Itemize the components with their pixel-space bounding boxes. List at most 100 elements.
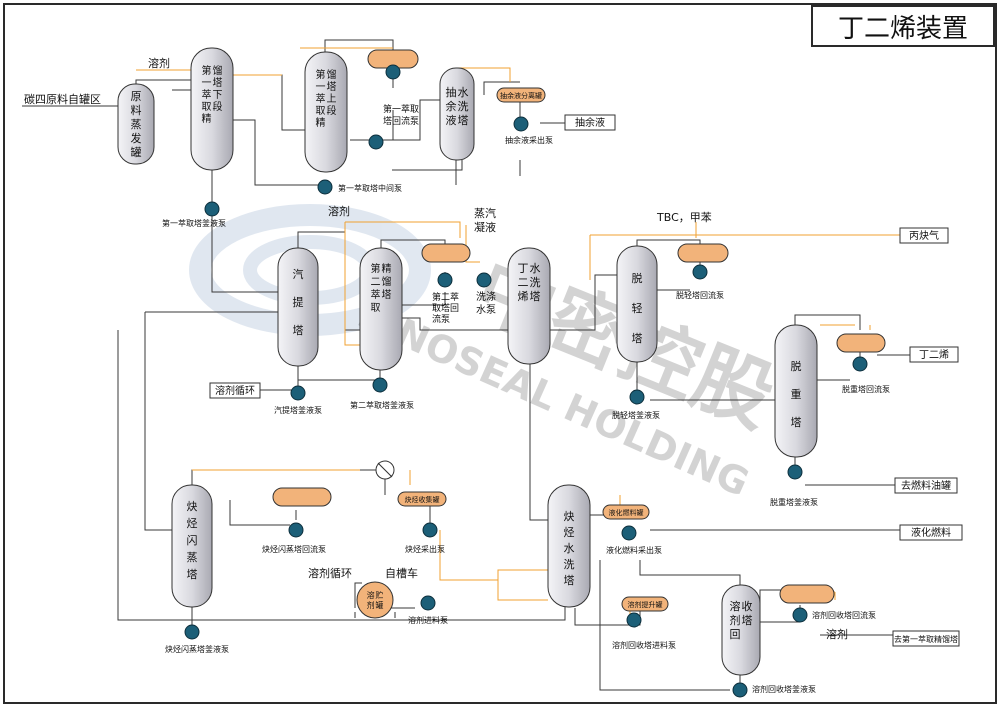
c2-reflux-drum [421,243,471,263]
liquefied-fuel-label: 液化燃料 [911,526,951,539]
pump-icon [852,356,868,372]
alkyne-flash-bottom-pump-label: 炔烃闪蒸塔釜液泵 [165,644,229,654]
liquefied-fuel-drum: 液化燃料罐 [609,508,644,517]
liquefied-fuel-pump-label: 液化燃料采出泵 [606,545,662,555]
column-label-char: 重 [791,387,802,401]
propyne-out-label: 丙炔气 [909,229,939,242]
pump-icon [513,116,529,132]
column-label-char: 轻 [632,301,643,315]
column-label-char: 塔 [293,324,304,337]
butadiene-out-box [909,346,959,363]
column-label-char: 精 [202,112,212,125]
column-label-char: 洗 [530,276,541,289]
column-label-char: 段 [327,104,337,117]
column-label-char: 罐 [375,600,383,610]
diagram-frame [3,3,997,704]
heavies-bottom-pump-label: 脱重塔釜液泵 [770,497,818,507]
solvent-recovery-column: 溶剂回收塔 [721,584,761,676]
pump-icon [372,377,388,393]
solvent-label: 溶剂 [148,56,170,70]
stripper-bottom-pump-label: 汽提塔釜液泵 [274,405,322,415]
column-label-char: 收 [742,599,753,613]
alkyne-flash-label: 炔烃闪蒸塔 [187,500,198,581]
column-label-char: 塔 [632,332,643,345]
column-label-char: 萃 [202,89,212,101]
column-label-char: 取 [202,101,212,113]
column-label-char: 第 [316,68,326,81]
pump-icon [290,385,306,401]
c2-reflux-pump-label: 第二萃取塔回流泵 [432,291,459,325]
pump-icon [368,134,384,150]
pump-icon [385,64,401,80]
lights-bottom-pump-label: 脱轻塔釜液泵 [612,410,660,420]
column-label-char: 塔 [791,416,802,429]
column-label-char: 第 [371,262,381,275]
column-label-char: 洗 [458,100,469,113]
column-label-char: 抽 [445,85,456,99]
column-label-char: 水 [458,86,469,99]
heavies-removal-label: 脱重塔 [791,359,802,429]
column-label-char: 丁 [517,262,528,275]
column-label-char: 发 [131,131,142,145]
solvent-lift-drum: 溶剂提升罐 [628,600,663,609]
solvent-cycle-2-label: 溶剂循环 [308,566,352,580]
column-label-char: 提 [293,296,304,309]
column-label-char: 闪 [187,533,198,547]
solvent-rec-bottom-pump-label: 溶剂回收塔釜液泵 [752,684,816,694]
column-label-char: 洗 [564,558,575,571]
column-label-char: 溶 [729,599,740,613]
solvent-rec-feed-pump-label: 溶剂回收塔进料泵 [612,640,676,650]
column-label-char: 料 [131,103,142,117]
stripper-label: 汽提塔 [293,267,304,337]
lights-reflux-pump-label: 脱轻塔回流泵 [676,290,724,300]
tank-truck-label: 自槽车 [385,566,418,580]
column-label-char: 塔 [742,614,753,627]
alkyne-out-pump-label: 炔烃采出泵 [405,544,445,554]
alkyne-receiver-drum: 炔烃收集罐 [405,495,440,504]
heavies-reflux-pump-label: 脱重塔回流泵 [842,384,890,394]
column-label-char: 段 [213,100,223,113]
pumps [184,64,868,698]
column-label-char: 烯 [517,290,528,303]
solvent-feed-pump-label: 溶剂进料泵 [408,615,448,625]
column-label-char: 上 [327,93,337,105]
pump-icon [204,201,220,217]
column-label-char: 剂 [729,613,740,627]
solvent-cycle-box [209,382,261,399]
column-label-char: 塔 [213,76,223,89]
lights-removal-column: 脱轻塔 [616,245,658,363]
column-label-char: 塔 [458,114,469,127]
column-label-char: 塔 [382,288,392,301]
column-label-char: 萃 [371,289,381,301]
column-label-char: 一 [202,78,212,89]
c1-middle-pump-label: 第一萃取塔中间泵 [338,183,402,193]
liquefied-fuel-box [899,524,963,541]
process-lines [22,39,910,691]
column-label-char: 塔 [530,290,541,303]
raffinate-pump-label: 抽余液采出泵 [505,135,553,145]
pump-icon [792,607,808,623]
pump-icon [422,522,438,538]
pump-icon [787,464,803,480]
column-label-char: 精 [382,262,392,275]
heavies-reflux-drum [836,333,886,353]
c4-feed-label: 碳四原料自罐区 [24,92,101,106]
raffinate-out-box [564,114,616,131]
column-label-char: 脱 [632,271,643,285]
fuel-tank-box [894,477,958,494]
column-label-char: 汽 [293,267,304,281]
to-fuel-tank-label: 去燃料油罐 [901,479,951,492]
column-label-char: 下 [213,90,223,101]
pump-icon [317,179,333,195]
